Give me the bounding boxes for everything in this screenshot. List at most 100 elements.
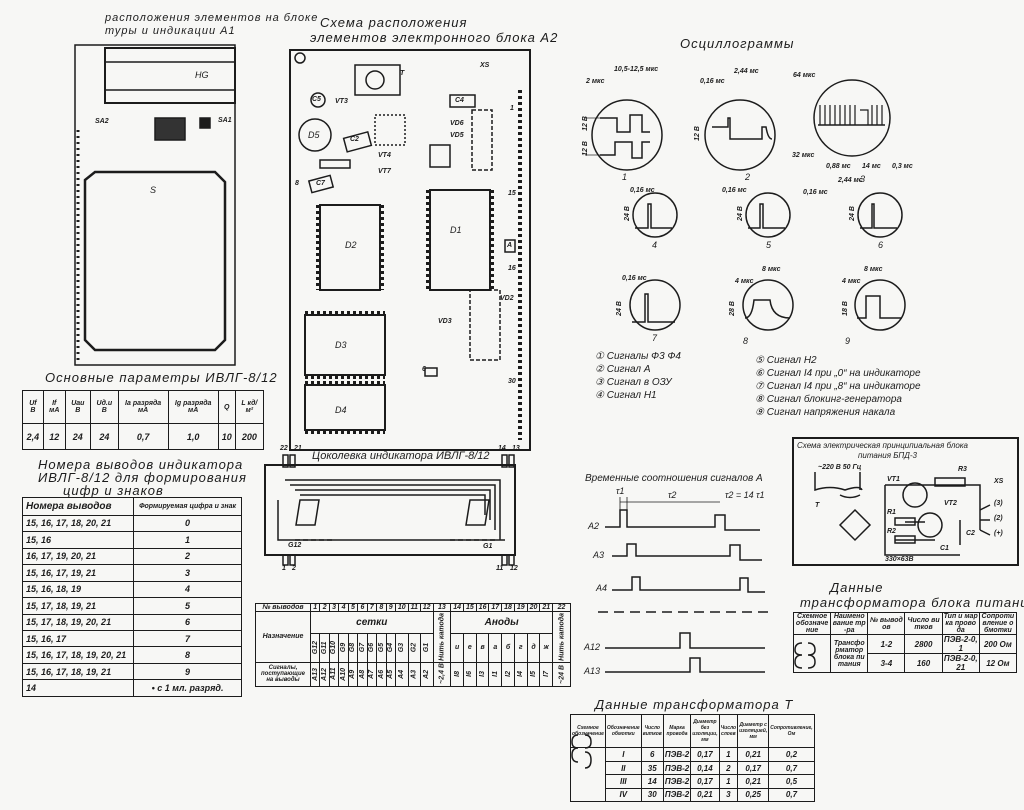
osc7-time: 0,16 мс — [622, 275, 647, 282]
tt-cell: 0,17 — [690, 774, 720, 789]
pinout-pin12: 12 — [510, 565, 518, 572]
signal-cell: A8 — [357, 662, 368, 687]
label-t: T — [400, 70, 405, 77]
pulse-a2 — [605, 509, 760, 531]
oscillogram-2 — [704, 99, 776, 171]
tt-cell: 0,17 — [690, 747, 720, 762]
osc5-time: 0,16 мс — [722, 187, 747, 194]
pins-cell: 4 — [133, 580, 242, 599]
pins-title-line2: ИВЛГ-8/12 для формирования — [38, 470, 247, 485]
legend-item: ⑦ Сигнал I4 при „8“ на индикаторе — [755, 381, 921, 392]
signal-cell: A11 — [329, 662, 339, 687]
ps-transformer-title-line2: трансформатора блока питания — [800, 595, 1024, 610]
oscillogram-5 — [745, 192, 791, 238]
signal-cell: I2 — [501, 662, 515, 687]
tt-cell: 35 — [640, 760, 664, 776]
params-value-cell: 0,7 — [117, 423, 169, 450]
leads-label: № выводов — [255, 603, 311, 612]
osc1-time-b: 10,5-12,5 мкс — [614, 66, 659, 73]
pins-cell: 5 — [133, 597, 242, 615]
pinout-pin1: 1 — [282, 565, 286, 572]
component-d5 — [298, 118, 332, 152]
leads-number-cell: 3 — [328, 603, 340, 612]
oscillogram-7 — [629, 279, 681, 331]
pulse-a4 — [612, 576, 765, 593]
label-d2: D2 — [345, 240, 357, 250]
osc-label-2: 2 — [745, 172, 751, 182]
pins-cell: 6 — [133, 613, 242, 632]
leads-label: Назначение — [255, 611, 311, 663]
pins-title: Номера выводов индикатора ИВЛГ-8/12 для … — [38, 458, 247, 497]
ps-header-cell: Наименование тр-ра — [830, 612, 869, 635]
leads-number-cell: 13 — [432, 603, 452, 612]
pins-cell: 1 — [133, 531, 242, 549]
pins-cell: 7 — [133, 630, 242, 648]
tt-cell: ПЭВ-2 — [662, 774, 692, 789]
oscillogram-4 — [632, 192, 678, 238]
tt-cell: 0,25 — [737, 787, 770, 803]
label-xs: XS — [480, 62, 490, 69]
tt-cell: ПЭВ-2 — [662, 787, 692, 803]
pins-header-cell: Формируемая цифра и знак — [133, 497, 242, 516]
label-c7: C7 — [316, 180, 325, 187]
anode-cell: ж — [539, 632, 554, 663]
leads-number-cell: 5 — [347, 603, 359, 612]
label-pin8: 8 — [295, 180, 299, 187]
pinout-pin11: 11 — [496, 565, 504, 572]
tt-header-cell: Обозначение обмотки — [604, 713, 642, 749]
indicator-pinout-drawing — [264, 454, 516, 566]
timing-title: Временные соотношения сигналов А — [585, 473, 763, 484]
pins-title-line3: цифр и знаков — [63, 483, 164, 498]
tt-cell: 3 — [718, 787, 739, 803]
ps-cell: 2800 — [904, 634, 943, 654]
tt-cell: 0,5 — [768, 774, 815, 789]
osc3-time-b: 32 мкс — [792, 152, 815, 159]
ps-cell: 160 — [904, 653, 943, 673]
a2-title-line2: элементов электронного блока А2 — [310, 30, 559, 45]
signal-cell: A9 — [348, 662, 358, 687]
tt-header-cell: Число слоев — [718, 713, 739, 749]
pins-cell: 15, 16, 17, 18, 20, 21 — [21, 514, 135, 533]
osc2-time-a: 0,16 мс — [700, 78, 725, 85]
label-pin30: 30 — [508, 378, 516, 385]
anodes-label: Аноды — [450, 611, 554, 634]
leads-number-cell: 16 — [475, 603, 490, 612]
osc3-time-d: 14 мс — [862, 163, 881, 170]
osc4-time: 0,16 мс — [630, 187, 655, 194]
grid-cell: G10 — [329, 633, 339, 663]
osc7-amp: 24 В — [615, 301, 623, 316]
tt-cell: 0,7 — [768, 787, 815, 803]
timing-tau1: τ1 — [616, 486, 625, 496]
pins-cell: 15, 16, 17, 18, 19, 21 — [21, 662, 135, 681]
tt-cell: 0,21 — [690, 787, 720, 803]
osc3-time-a: 64 мкс — [793, 72, 816, 79]
osc3-time-c: 0,88 мс — [826, 163, 851, 170]
tt-symbol-cell — [570, 747, 606, 802]
tt-header-cell: Марка провода — [662, 713, 692, 749]
pins-cell: 16, 17, 19, 20, 21 — [21, 547, 135, 566]
leads-number-cell: 20 — [526, 603, 541, 612]
ps-cell: 1-2 — [867, 634, 906, 654]
label-d4: D4 — [335, 405, 347, 415]
board-a2-outline — [289, 49, 531, 451]
power-out2: (2) — [994, 515, 1003, 522]
pulse-a3 — [612, 543, 762, 561]
params-header-cell: Uf В — [22, 389, 44, 425]
oscillogram-1 — [591, 99, 663, 171]
label-c4: C4 — [455, 97, 464, 104]
osc-label-3: 3 — [860, 174, 866, 184]
grid-cell: G7 — [357, 633, 368, 663]
signal-cell: A4 — [395, 662, 409, 687]
ps-cell: 12 Ом — [978, 653, 1018, 673]
pinout-g1: G1 — [483, 543, 493, 550]
leads-number-cell: 6 — [357, 603, 368, 612]
timing-diagram — [598, 497, 770, 673]
